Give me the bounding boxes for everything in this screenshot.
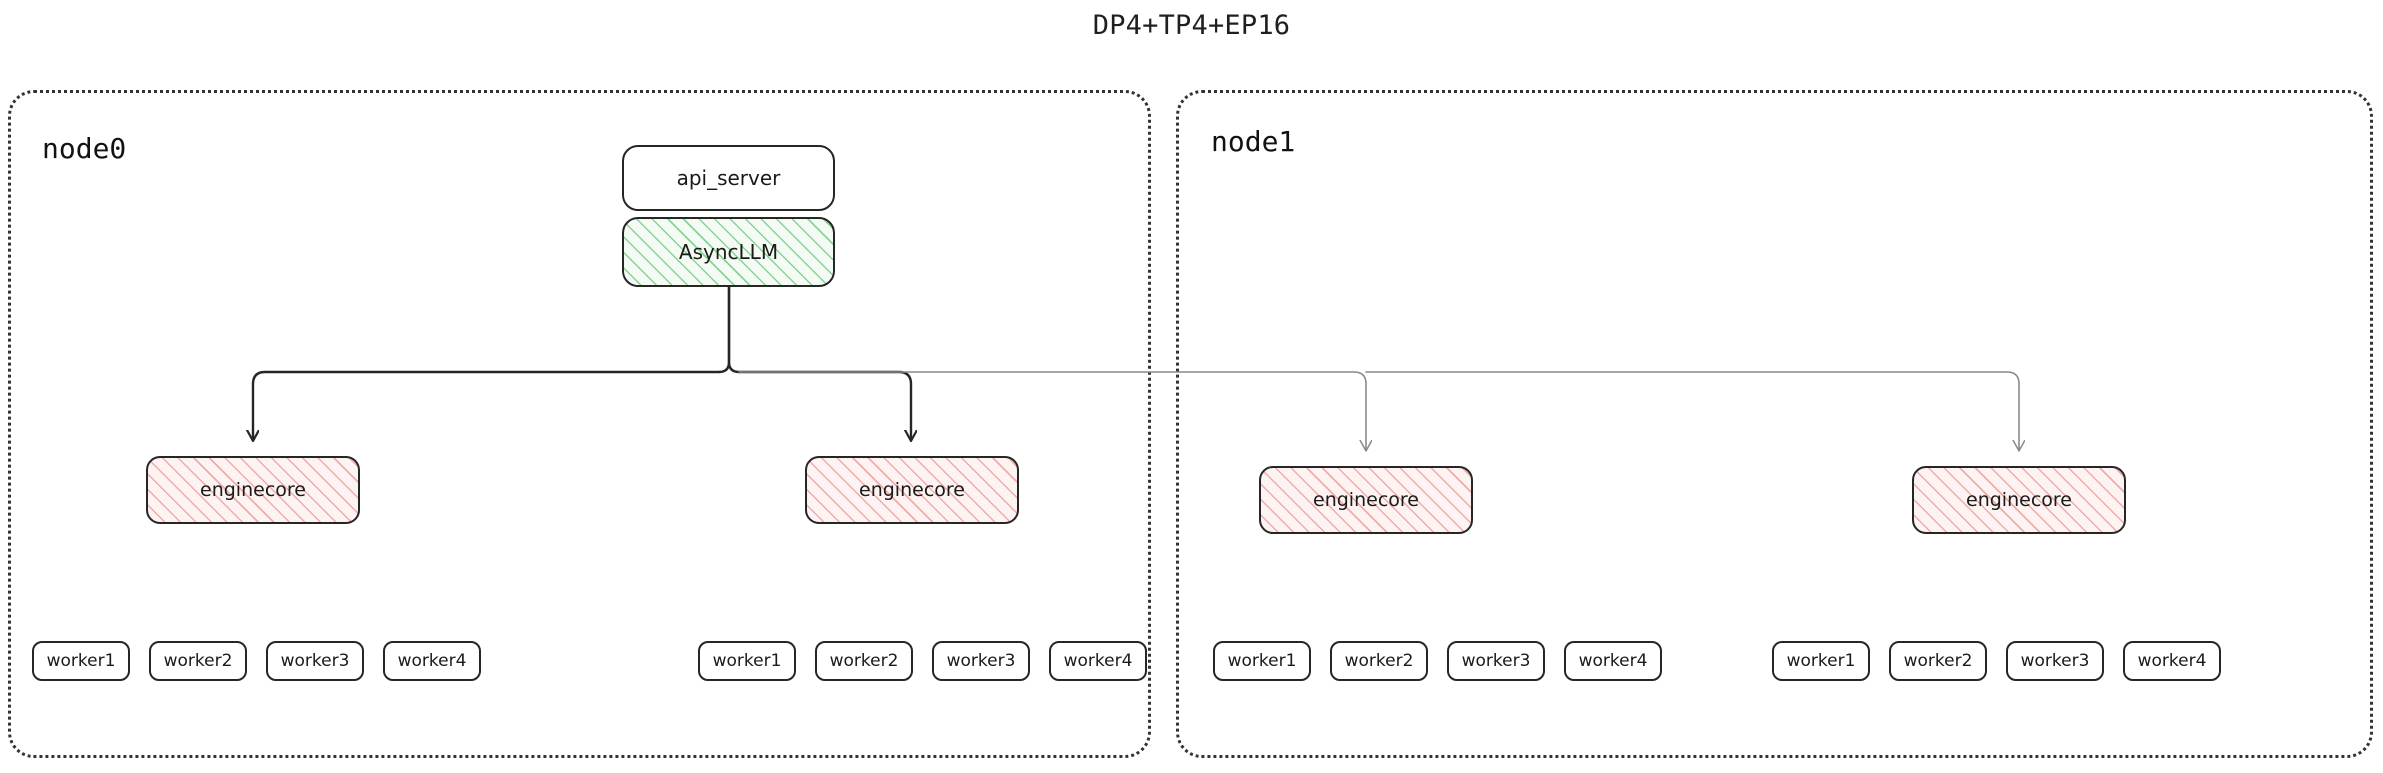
box-worker-label: worker2 — [163, 651, 233, 671]
box-enginecore-label: enginecore — [1313, 489, 1419, 511]
box-enginecore-node0-2[interactable]: enginecore — [805, 456, 1019, 524]
box-worker-node0-g2-2[interactable]: worker2 — [815, 641, 913, 681]
box-worker-node0-g2-3[interactable]: worker3 — [932, 641, 1030, 681]
box-worker-label: worker1 — [1227, 651, 1297, 671]
box-worker-label: worker1 — [712, 651, 782, 671]
box-worker-node1-g1-2[interactable]: worker2 — [1330, 641, 1428, 681]
page-title: DP4+TP4+EP16 — [1092, 10, 1291, 41]
box-worker-node1-g2-1[interactable]: worker1 — [1772, 641, 1870, 681]
box-worker-node1-g2-3[interactable]: worker3 — [2006, 641, 2104, 681]
box-worker-label: worker4 — [1578, 651, 1648, 671]
node-label-node0: node0 — [42, 132, 127, 165]
box-enginecore-label: enginecore — [859, 479, 965, 501]
box-async-llm-label: AsyncLLM — [678, 240, 779, 264]
box-worker-label: worker3 — [946, 651, 1016, 671]
box-worker-label: worker3 — [1461, 651, 1531, 671]
box-worker-label: worker3 — [280, 651, 350, 671]
box-worker-label: worker2 — [1903, 651, 1973, 671]
node-label-node1: node1 — [1211, 125, 1296, 158]
box-worker-label: worker1 — [1786, 651, 1856, 671]
box-worker-node1-g1-1[interactable]: worker1 — [1213, 641, 1311, 681]
box-worker-label: worker4 — [2137, 651, 2207, 671]
box-worker-node0-g1-2[interactable]: worker2 — [149, 641, 247, 681]
box-worker-node1-g1-3[interactable]: worker3 — [1447, 641, 1545, 681]
box-async-llm[interactable]: AsyncLLM — [622, 217, 835, 287]
box-worker-label: worker2 — [829, 651, 899, 671]
box-api-server[interactable]: api_server — [622, 145, 835, 211]
box-worker-node0-g1-4[interactable]: worker4 — [383, 641, 481, 681]
box-worker-label: worker1 — [46, 651, 116, 671]
box-enginecore-node0-1[interactable]: enginecore — [146, 456, 360, 524]
box-worker-node1-g1-4[interactable]: worker4 — [1564, 641, 1662, 681]
box-worker-label: worker4 — [397, 651, 467, 671]
box-worker-label: worker3 — [2020, 651, 2090, 671]
box-worker-label: worker4 — [1063, 651, 1133, 671]
box-worker-node0-g1-1[interactable]: worker1 — [32, 641, 130, 681]
box-worker-node1-g2-2[interactable]: worker2 — [1889, 641, 1987, 681]
box-worker-label: worker2 — [1344, 651, 1414, 671]
box-enginecore-label: enginecore — [1966, 489, 2072, 511]
box-enginecore-node1-1[interactable]: enginecore — [1259, 466, 1473, 534]
box-worker-node1-g2-4[interactable]: worker4 — [2123, 641, 2221, 681]
box-enginecore-label: enginecore — [200, 479, 306, 501]
box-worker-node0-g2-1[interactable]: worker1 — [698, 641, 796, 681]
box-worker-node0-g2-4[interactable]: worker4 — [1049, 641, 1147, 681]
box-worker-node0-g1-3[interactable]: worker3 — [266, 641, 364, 681]
box-api-server-label: api_server — [676, 166, 781, 190]
box-enginecore-node1-2[interactable]: enginecore — [1912, 466, 2126, 534]
